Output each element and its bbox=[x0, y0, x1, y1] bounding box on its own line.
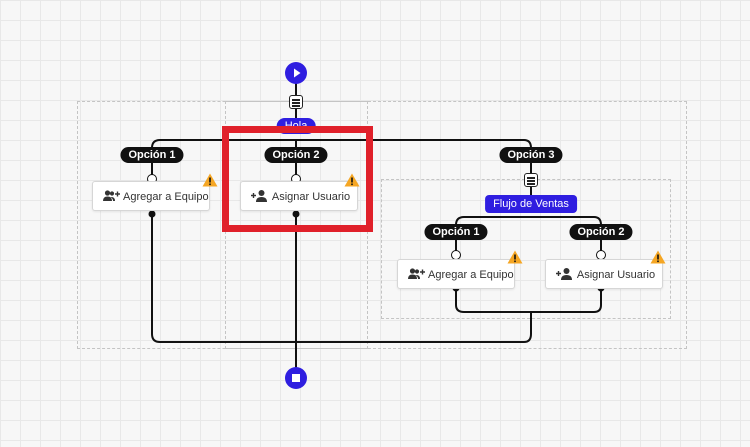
start-node[interactable] bbox=[285, 62, 307, 84]
sub-action-card-asignar-usuario[interactable]: Asignar Usuario bbox=[545, 259, 663, 289]
sub-option-2-pill[interactable]: Opción 2 bbox=[569, 224, 633, 240]
action-card-agregar-equipo[interactable]: Agregar a Equipo bbox=[92, 181, 210, 211]
add-user-icon bbox=[556, 268, 572, 280]
add-user-icon bbox=[251, 190, 267, 202]
add-group-icon bbox=[408, 268, 425, 279]
outer-flow-zone bbox=[77, 101, 687, 349]
flow-menu-icon[interactable] bbox=[289, 95, 303, 109]
sub-option-1-pill[interactable]: Opción 1 bbox=[424, 224, 488, 240]
end-node[interactable] bbox=[285, 367, 307, 389]
option-2-pill[interactable]: Opción 2 bbox=[264, 147, 328, 163]
warning-icon[interactable] bbox=[650, 250, 666, 264]
action-card-asignar-usuario[interactable]: Asignar Usuario bbox=[240, 181, 358, 211]
highlight-box bbox=[222, 126, 373, 232]
warning-icon[interactable] bbox=[202, 173, 218, 187]
sub-flow-label[interactable]: Flujo de Ventas bbox=[485, 195, 577, 213]
action-card-label: Agregar a Equipo bbox=[428, 269, 514, 281]
warning-icon[interactable] bbox=[344, 173, 360, 187]
action-card-label: Asignar Usuario bbox=[271, 191, 351, 203]
option-3-pill[interactable]: Opción 3 bbox=[499, 147, 563, 163]
action-card-label: Asignar Usuario bbox=[576, 269, 656, 281]
play-icon bbox=[294, 68, 301, 78]
action-card-label: Agregar a Equipo bbox=[123, 191, 209, 203]
add-group-icon bbox=[103, 190, 120, 201]
option-1-pill[interactable]: Opción 1 bbox=[120, 147, 184, 163]
stop-icon bbox=[292, 374, 300, 382]
warning-icon[interactable] bbox=[507, 250, 523, 264]
sub-action-card-agregar-equipo[interactable]: Agregar a Equipo bbox=[397, 259, 515, 289]
sub-flow-menu-icon[interactable] bbox=[524, 173, 538, 187]
